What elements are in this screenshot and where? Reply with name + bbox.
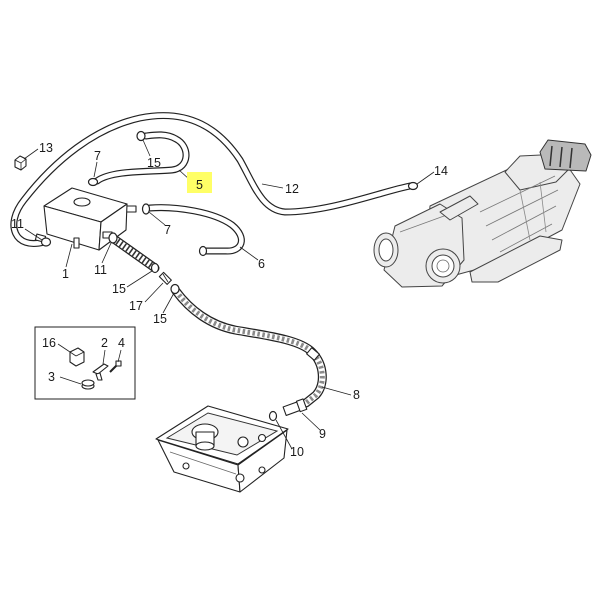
callout-7-middle: 7 (164, 223, 171, 237)
washer-10 (268, 410, 278, 422)
callout-4: 4 (118, 336, 125, 350)
air-box (373, 139, 592, 288)
callout-11-left: 11 (11, 217, 24, 231)
callout-12: 12 (285, 182, 299, 196)
hose-8 (171, 286, 327, 408)
hardware-inset-box (34, 326, 136, 400)
air-box-connector (539, 139, 592, 172)
clamp-15-top (136, 130, 146, 142)
callout-13: 13 (39, 141, 53, 155)
fitting-17 (158, 271, 172, 285)
clamp-11-left (40, 237, 52, 247)
ribbed-hose (109, 234, 160, 273)
clamp-15-middle (150, 262, 160, 274)
callout-14: 14 (434, 164, 448, 178)
oil-pan (155, 405, 289, 493)
clamp-7-middle (141, 203, 151, 215)
clamp-11-right (108, 232, 118, 244)
nut-13 (14, 155, 27, 171)
callout-10: 10 (290, 445, 304, 459)
clip-16 (69, 347, 85, 367)
grommet-3 (81, 379, 95, 390)
callout-9: 9 (319, 427, 326, 441)
callout-17: 17 (129, 299, 143, 313)
hose-6 (146, 204, 245, 255)
callout-labels: 13 7 15 5 12 14 11 1 11 7 6 15 17 15 16 … (11, 141, 448, 459)
clamp-7-top (87, 177, 99, 187)
callout-15-top: 15 (147, 156, 161, 170)
callout-8: 8 (353, 388, 360, 402)
callout-16: 16 (42, 336, 56, 350)
callout-7-top: 7 (94, 149, 101, 163)
clamp-14 (407, 181, 419, 191)
callout-1: 1 (62, 267, 69, 281)
callout-5-highlight (187, 172, 212, 193)
callout-11-right: 11 (94, 263, 107, 277)
callout-2: 2 (101, 336, 108, 350)
fitting-9 (282, 398, 308, 416)
callout-5: 5 (196, 178, 203, 192)
breather-tank-1 (34, 187, 137, 251)
callout-3: 3 (48, 370, 55, 384)
hose-5 (93, 131, 190, 185)
callout-6: 6 (258, 257, 265, 271)
callout-15-middle: 15 (112, 282, 126, 296)
hose-12 (10, 112, 414, 247)
bracket-2 (92, 363, 109, 381)
clamp-6-end (198, 245, 208, 257)
callout-15-bottom: 15 (153, 312, 167, 326)
leader-lines (23, 139, 435, 450)
clamp-15-bottom (170, 283, 180, 295)
